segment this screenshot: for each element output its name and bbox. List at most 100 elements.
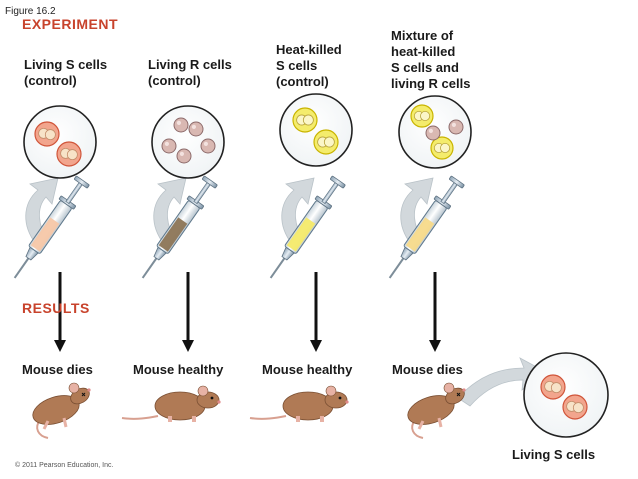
heat-killed-s-cell (313, 129, 339, 155)
r-cell (188, 121, 204, 137)
petri-dish-col1 (23, 105, 97, 179)
mouse-tail (121, 415, 159, 420)
petri-dish-final (523, 352, 609, 438)
syringe-col4 (388, 175, 465, 279)
mouse-nose (217, 400, 221, 404)
outcome-col4: Mouse dies (392, 362, 463, 377)
mouse-col4 (407, 382, 466, 439)
mouse-foot (296, 416, 300, 422)
down-arrow-col3 (310, 272, 322, 352)
outcome-col2: Mouse healthy (133, 362, 224, 377)
column-label-mixture: Mixture of heat-killed S cells and livin… (391, 28, 471, 91)
s-cell-core (550, 382, 562, 394)
mouse-ear (197, 385, 209, 397)
section-results: RESULTS (22, 300, 90, 316)
column-label-living-r: Living R cells (control) (148, 57, 232, 88)
mouse-col2 (121, 385, 221, 422)
heat-killed-core (302, 114, 314, 126)
r-cell-highlight (191, 124, 196, 129)
mouse-body (282, 391, 334, 421)
s-cell (34, 121, 60, 147)
petri-dish-col4 (398, 95, 472, 169)
syringe-plunger-rod (440, 181, 459, 205)
outcome-col3: Mouse healthy (262, 362, 353, 377)
syringe-needle (388, 256, 406, 279)
syringe-plunger-head (74, 175, 90, 189)
heat-killed-s-cell (430, 136, 454, 160)
syringe-col2 (141, 175, 218, 279)
r-cell (425, 125, 441, 141)
mouse-eye-x (81, 392, 86, 397)
mouse-nose (345, 400, 349, 404)
r-cell (173, 117, 189, 133)
s-cell-core (44, 129, 56, 141)
column-label-heat-killed-s: Heat-killed S cells (control) (276, 42, 342, 89)
r-cell (173, 117, 189, 133)
arrow-head (182, 340, 194, 352)
mouse-eye (210, 396, 214, 400)
heat-killed-s-cell (410, 104, 434, 128)
s-cell-core (572, 402, 584, 414)
r-cell (188, 121, 204, 137)
heat-killed-s-cell (292, 107, 318, 133)
mouse-col1 (32, 382, 91, 439)
petri-dish (151, 105, 225, 179)
petri-dish (279, 93, 353, 167)
syringe-col3 (269, 175, 346, 279)
syringe-fluid (286, 217, 316, 252)
syringe-fluid (405, 217, 435, 252)
syringe-needle (13, 256, 31, 279)
r-cell (425, 125, 441, 141)
mouse-tail (249, 415, 287, 420)
syringe-plunger-head (449, 175, 465, 189)
petri-dish-col2 (151, 105, 225, 179)
syringe-plunger-rod (193, 181, 212, 205)
s-cell-core (66, 149, 78, 161)
s-cell (56, 141, 82, 167)
down-arrow-col4 (429, 272, 441, 352)
syringe-needle (269, 256, 287, 279)
final-label-living-s: Living S cells (512, 447, 596, 462)
figure-label: Figure 16.2 (5, 6, 56, 17)
mouse-feet (42, 417, 68, 430)
r-cell (161, 138, 177, 154)
syringe-fluid (158, 217, 188, 252)
petri-dish-col3 (279, 93, 353, 167)
mouse-nose (87, 388, 91, 392)
mouse-foot (320, 416, 324, 422)
arrow-head (310, 340, 322, 352)
r-cell (448, 119, 464, 135)
r-cell-highlight (179, 151, 184, 156)
mouse-col3 (249, 385, 349, 422)
mouse-foot (168, 416, 172, 422)
heat-killed-core (440, 142, 451, 154)
syringe-needle (141, 256, 159, 279)
r-cell-highlight (451, 122, 456, 127)
section-experiment: EXPERIMENT (22, 16, 119, 32)
r-cell-highlight (428, 128, 433, 133)
arrow-head (54, 340, 66, 352)
r-cell (200, 138, 216, 154)
r-cell-highlight (203, 141, 208, 146)
arrow-head (429, 340, 441, 352)
down-arrow-col2 (182, 272, 194, 352)
mouse-ear (443, 382, 455, 394)
syringe-plunger-head (330, 175, 346, 189)
mouse-eye-x (456, 392, 461, 397)
heat-killed-core (420, 110, 431, 122)
r-cell (161, 138, 177, 154)
r-cell (200, 138, 216, 154)
mouse-nose (462, 388, 466, 392)
syringe-plunger-rod (65, 181, 84, 205)
petri-dish (23, 105, 97, 179)
mouse-feet (417, 417, 443, 430)
mouse-eye (338, 396, 342, 400)
column-label-living-s: Living S cells (control) (24, 57, 108, 88)
syringe-fluid (30, 217, 60, 252)
s-cell (540, 374, 566, 400)
mouse-body (154, 391, 206, 421)
r-cell-highlight (176, 120, 181, 125)
s-cell (562, 394, 588, 420)
heat-killed-core (323, 136, 335, 148)
